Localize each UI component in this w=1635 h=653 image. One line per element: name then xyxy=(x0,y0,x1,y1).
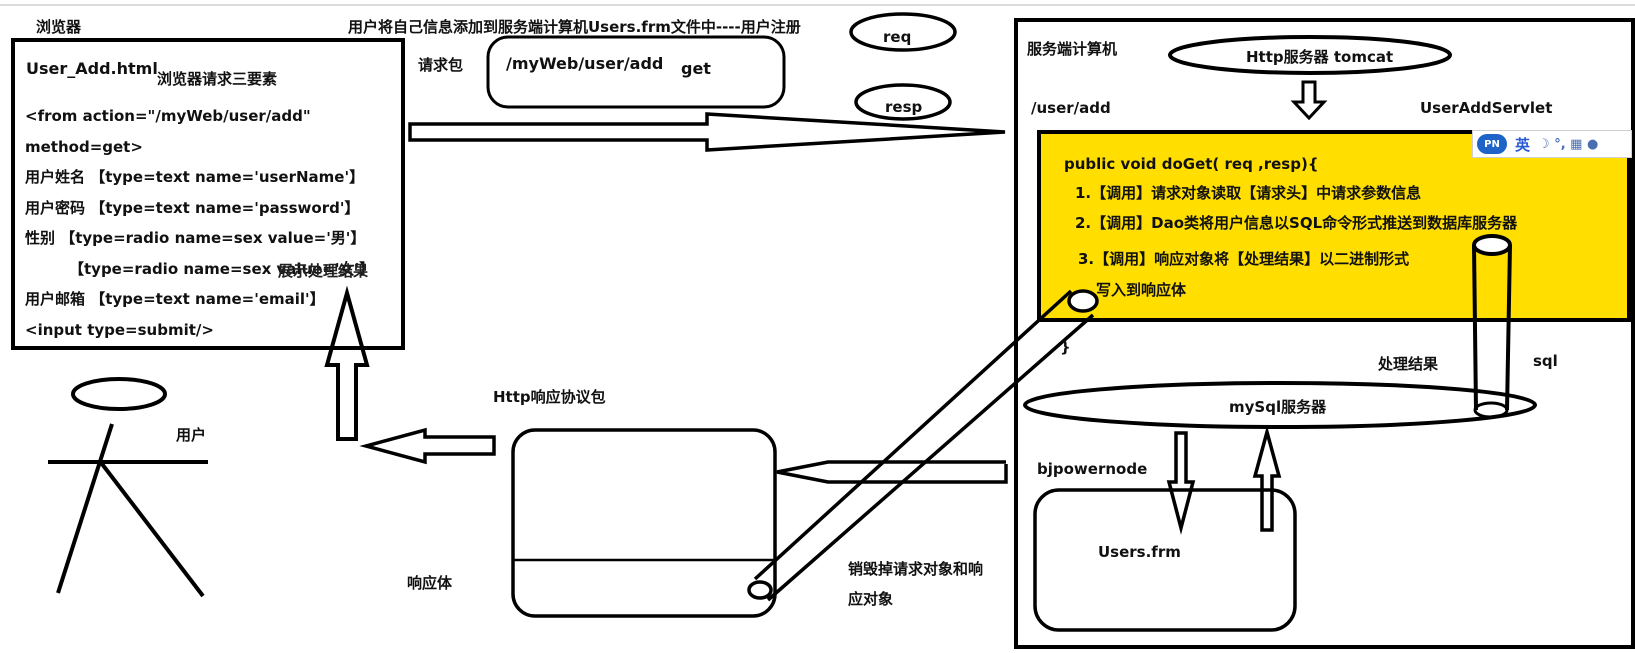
response-packet-box xyxy=(511,428,777,618)
request-packet-box xyxy=(486,35,786,109)
response-body-label: 响应体 xyxy=(407,574,453,592)
browser-file-name: User_Add.html xyxy=(26,59,158,78)
form-line-method: method=get> xyxy=(25,138,143,156)
response-protocol-label: Http响应协议包 xyxy=(493,388,606,406)
servlet-close-brace: } xyxy=(1060,338,1071,356)
tomcat-label: Http服务器 tomcat xyxy=(1246,48,1394,66)
request-packet-label: 请求包 xyxy=(418,56,464,74)
result-label: 处理结果 xyxy=(1378,355,1439,373)
destroy-pipe xyxy=(747,289,1099,602)
diagram-title: 用户将自己信息添加到服务端计算机Users.frm文件中----用户注册 xyxy=(348,18,801,36)
servlet-step-3-cont: 写入到响应体 xyxy=(1096,281,1187,299)
servlet-name: UserAddServlet xyxy=(1420,99,1553,117)
mysql-ellipse xyxy=(1023,381,1537,429)
users-file-label: Users.frm xyxy=(1098,543,1181,561)
destroy-label-2: 应对象 xyxy=(848,590,894,608)
servlet-path: /user/add xyxy=(1031,99,1111,117)
mysql-label: mySql服务器 xyxy=(1229,398,1327,416)
mysql-down-arrow xyxy=(1166,431,1196,535)
servlet-panel xyxy=(1037,130,1631,322)
servlet-method-signature: public void doGet( req ,resp){ xyxy=(1064,155,1319,173)
tomcat-down-arrow xyxy=(1290,80,1328,121)
server-label: 服务端计算机 xyxy=(1027,40,1118,58)
ime-tool-icons[interactable]: ☽ °, ▦ ● xyxy=(1538,136,1599,152)
form-line-submit: <input type=submit/> xyxy=(25,321,214,339)
request-arrow xyxy=(408,112,1006,152)
request-packet-url: /myWeb/user/add xyxy=(506,54,664,73)
form-line-password: 用户密码 【type=text name='password'】 xyxy=(25,199,360,217)
mysql-up-arrow xyxy=(1252,425,1282,532)
sql-label: sql xyxy=(1533,352,1558,370)
form-line-sex-male: 性别 【type=radio name=sex value='男'】 xyxy=(25,229,366,247)
server-frame xyxy=(1014,18,1635,649)
users-file-box xyxy=(1033,488,1297,632)
browser-label: 浏览器 xyxy=(36,18,82,36)
destroy-label-1: 销毁掉请求对象和响 xyxy=(848,560,984,578)
ime-language-toggle[interactable]: 英 xyxy=(1515,135,1531,154)
req-ellipse xyxy=(849,12,957,52)
req-label: req xyxy=(883,28,912,46)
show-result-arrow xyxy=(324,285,370,441)
company-label: bjpowernode xyxy=(1037,460,1148,478)
browser-frame xyxy=(11,38,405,350)
browser-show-result: 展示处理结果 xyxy=(278,262,369,280)
servlet-step-3: 3.【调用】响应对象将【处理结果】以二进制形式 xyxy=(1078,250,1410,268)
resp-label: resp xyxy=(885,98,923,116)
browser-request-three: 浏览器请求三要素 xyxy=(157,70,278,88)
to-user-arrow xyxy=(359,427,496,465)
servlet-step-1: 1.【调用】请求对象读取【请求头】中请求参数信息 xyxy=(1075,184,1422,202)
form-line-username: 用户姓名 【type=text name='userName'】 xyxy=(25,168,365,186)
tomcat-ellipse xyxy=(1168,35,1452,75)
servlet-step-2: 2.【调用】Dao类将用户信息以SQL命令形式推送到数据库服务器 xyxy=(1075,214,1518,232)
response-arrow xyxy=(776,460,1008,484)
resp-ellipse xyxy=(854,83,952,121)
ime-logo-icon: PN xyxy=(1477,134,1507,154)
form-line-action: <from action="/myWeb/user/add" xyxy=(25,107,311,125)
user-label: 用户 xyxy=(176,426,207,444)
ime-toolbar[interactable]: PN 英 ☽ °, ▦ ● xyxy=(1472,130,1632,158)
form-line-sex-female: 【type=radio name=sex value='女'】 xyxy=(69,260,375,278)
form-line-email: 用户邮箱 【type=text name='email'】 xyxy=(25,290,325,308)
user-stick-figure xyxy=(48,377,208,598)
request-packet-method: get xyxy=(681,59,711,78)
